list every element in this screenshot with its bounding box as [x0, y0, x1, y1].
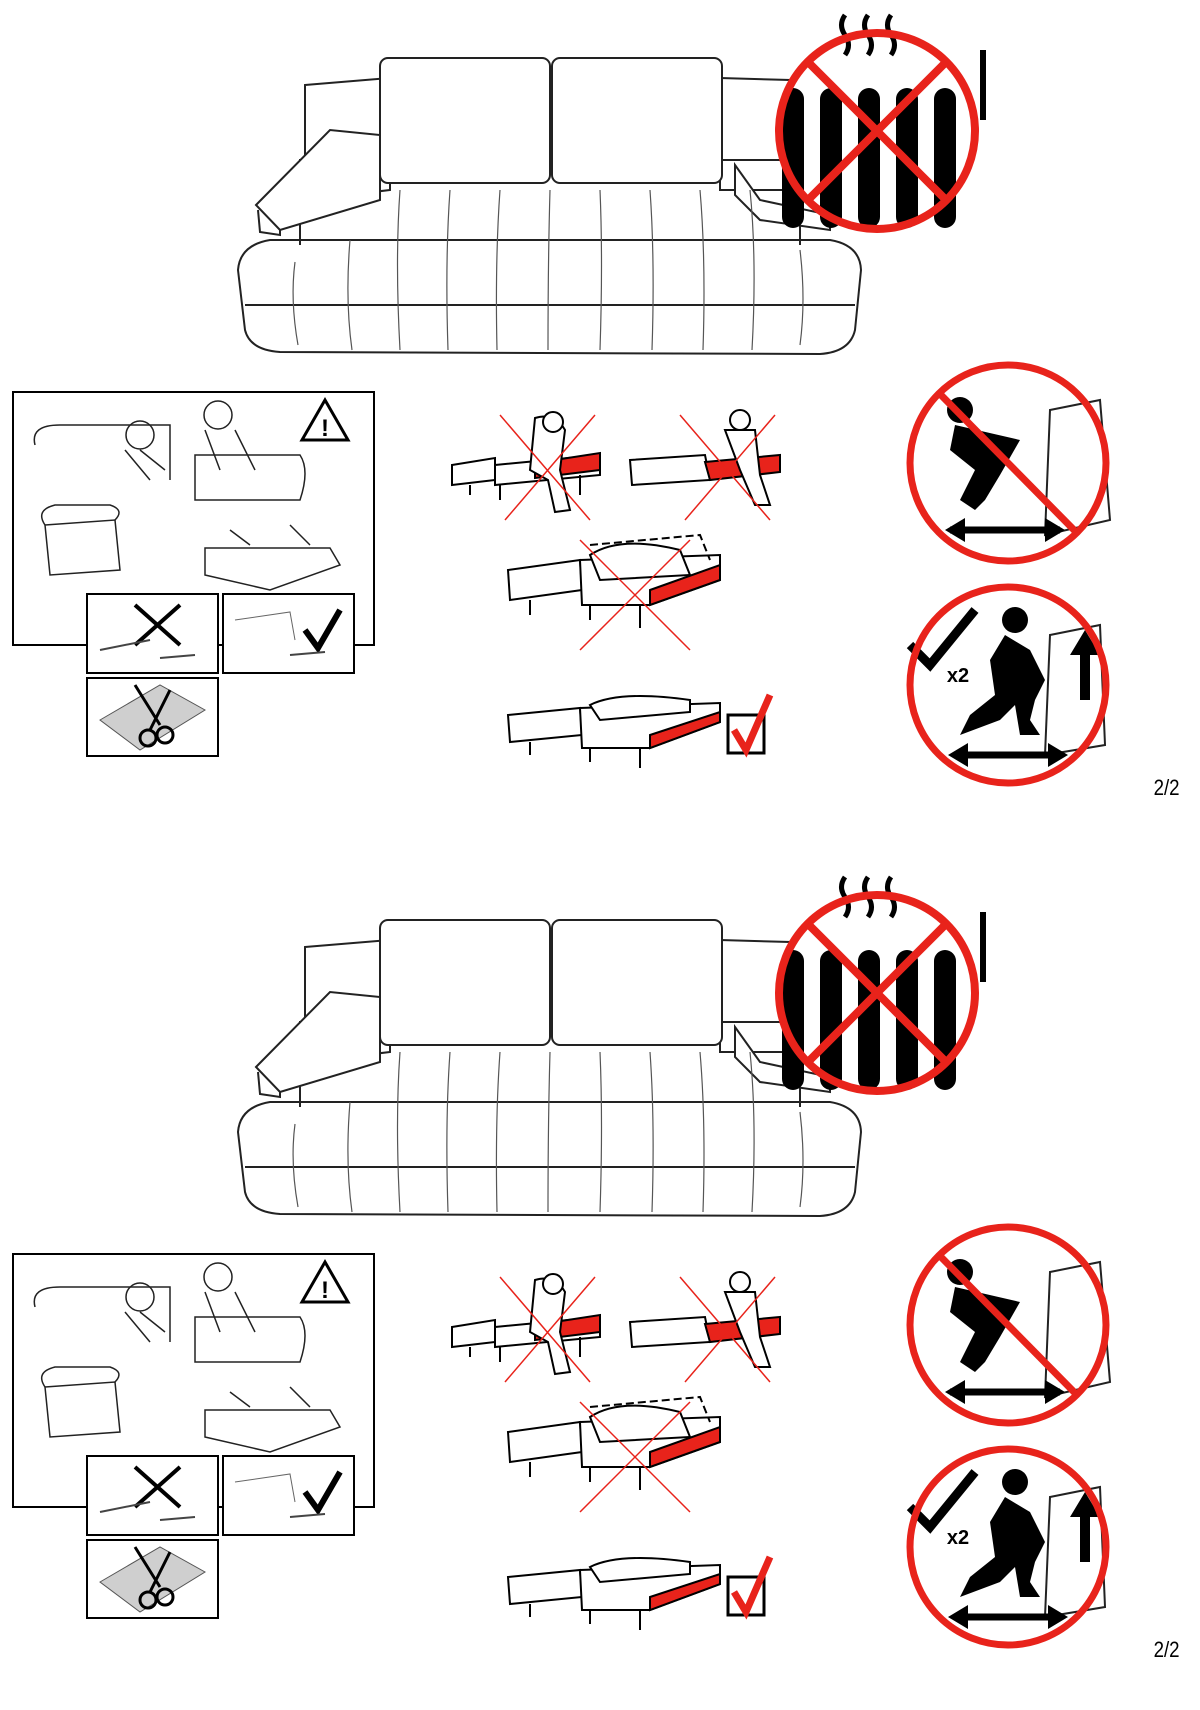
no-sitting-edge-figure — [451, 411, 601, 521]
no-sitting-corner-figure — [628, 1271, 781, 1383]
handling-warning-panel: ! — [12, 1253, 375, 1619]
sofa-bed-usage-figures — [451, 409, 781, 768]
no-sitting-corner-figure — [628, 409, 781, 521]
no-dragging-icon — [906, 361, 1112, 565]
warning-triangle-icon — [299, 1258, 351, 1304]
sofa-illustration — [236, 919, 863, 1218]
lift-count-label: x2 — [947, 665, 969, 687]
red-checkmark-icon — [730, 693, 774, 758]
cross-icon — [133, 603, 182, 647]
warning-triangle-icon — [299, 396, 351, 442]
sofa-illustration — [236, 57, 863, 356]
correct-lying-figure — [506, 1555, 774, 1630]
no-radiator-icon — [775, 13, 986, 233]
page-number: 2/2 — [1153, 775, 1180, 800]
handling-warning-panel: ! — [12, 391, 375, 757]
instruction-sheet: ! — [12, 875, 1112, 1649]
sheet-copy-2: ! — [0, 862, 1200, 1710]
scissors-icon — [133, 684, 175, 748]
no-radiator-icon — [775, 875, 986, 1095]
lift-count-label: x2 — [947, 1527, 969, 1549]
red-checkmark-icon — [730, 1555, 774, 1620]
no-sitting-edge-figure — [451, 1273, 601, 1383]
no-dragging-icon — [906, 1223, 1112, 1427]
checkmark-icon — [302, 1470, 343, 1516]
scissors-icon — [133, 1546, 175, 1610]
warning-symbol: ! — [321, 415, 329, 442]
no-lying-open-figure — [506, 1395, 721, 1513]
correct-lying-figure — [506, 693, 774, 768]
page-number: 2/2 — [1153, 1637, 1180, 1662]
instruction-sheet: ! — [12, 13, 1112, 787]
sheet-copy-1: ! — [0, 0, 1200, 848]
sofa-bed-usage-figures — [451, 1271, 781, 1630]
lift-with-two-people-icon: x2 — [906, 583, 1110, 787]
cross-icon — [133, 1465, 182, 1509]
warning-symbol: ! — [321, 1277, 329, 1304]
checkmark-icon — [302, 608, 343, 654]
no-lying-open-figure — [506, 533, 721, 651]
lift-with-two-people-icon: x2 — [906, 1445, 1110, 1649]
